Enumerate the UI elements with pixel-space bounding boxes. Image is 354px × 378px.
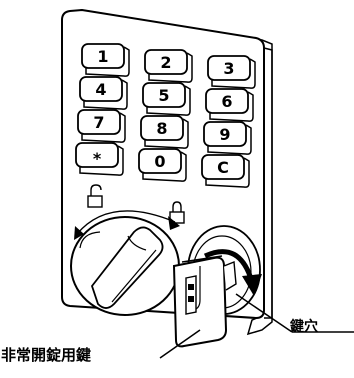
key-label: 7 (93, 113, 104, 132)
key-3[interactable]: 3 (207, 55, 256, 89)
key-8[interactable]: 8 (140, 115, 189, 149)
key-label: 0 (154, 152, 165, 171)
key-0[interactable]: 0 (138, 148, 187, 182)
key-label: 8 (156, 119, 167, 138)
curved-arrow-icon (203, 249, 262, 296)
key-9[interactable]: 9 (203, 121, 252, 155)
key-2[interactable]: 2 (144, 49, 193, 83)
emergency-key-label: 非常開錠用鍵 (1, 346, 92, 364)
key-6[interactable]: 6 (205, 88, 254, 122)
keyhole-label: 鍵穴 (290, 319, 318, 335)
key-label: 4 (95, 80, 106, 99)
leader-lines (159, 293, 354, 359)
keypad: 1 2 3 4 5 6 7 8 9 * 0 C (75, 43, 256, 188)
dial-handle[interactable] (90, 226, 164, 309)
key-label: 2 (160, 53, 171, 72)
key-label: 9 (219, 125, 230, 144)
unlocked-padlock-icon (87, 184, 103, 208)
locked-padlock-icon (169, 201, 185, 224)
key-7[interactable]: 7 (77, 109, 126, 143)
key-label: * (93, 149, 102, 168)
key-label: 6 (221, 92, 232, 111)
key-label: 5 (158, 86, 169, 105)
key-4[interactable]: 4 (79, 76, 128, 110)
key-1[interactable]: 1 (81, 43, 130, 77)
key-label: C (217, 158, 229, 177)
key-c[interactable]: C (201, 154, 250, 188)
key-label: 1 (97, 47, 108, 66)
key-label: 3 (223, 59, 234, 78)
key-asterisk[interactable]: * (75, 142, 124, 176)
rotation-arc (74, 210, 180, 240)
key-5[interactable]: 5 (142, 82, 191, 116)
